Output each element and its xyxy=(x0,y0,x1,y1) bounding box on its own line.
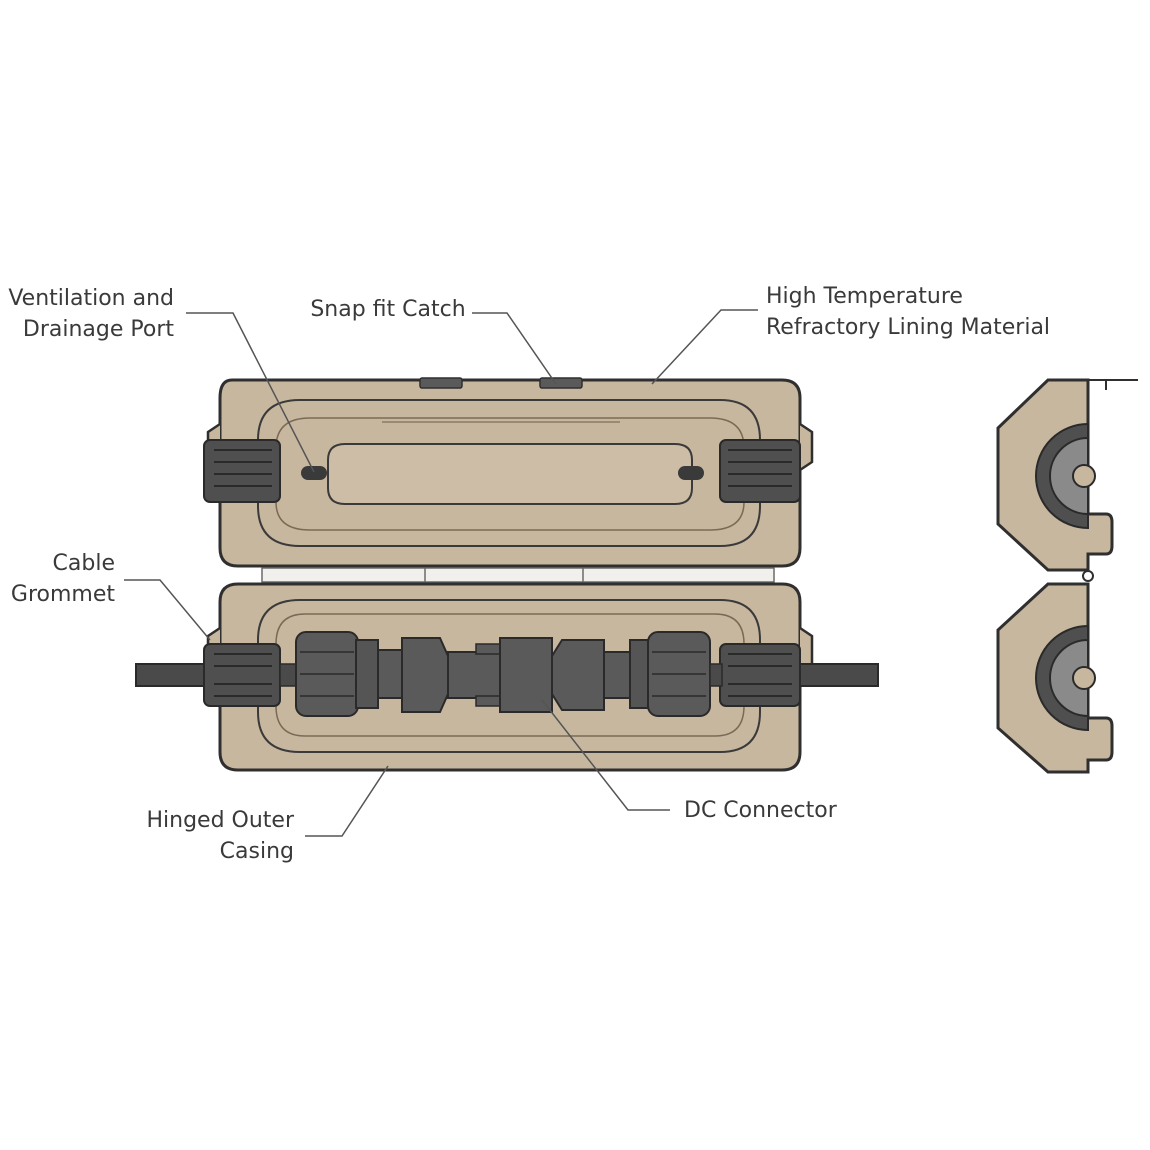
lower-lining-inner xyxy=(275,613,745,737)
hinge-strip xyxy=(261,567,775,583)
leader-hinged-casing xyxy=(305,765,389,837)
lower-grommet-left xyxy=(203,643,281,707)
side-profile-upper xyxy=(996,378,1138,572)
upper-lining-channel xyxy=(257,399,761,547)
snap-fit-catch-right xyxy=(539,377,583,389)
leader-dc-connector xyxy=(541,699,670,811)
label-dc-connector: DC Connector xyxy=(684,798,837,823)
dc-connector xyxy=(279,631,723,717)
refractory-lining-panel xyxy=(327,443,693,505)
upper-grommet-right xyxy=(719,439,801,503)
lower-grommet-right xyxy=(719,643,801,707)
label-ventilation-drainage-port: Ventilation and Drainage Port xyxy=(8,286,174,342)
leader-high-temp xyxy=(651,309,758,385)
upper-grommet-left xyxy=(203,439,281,503)
ventilation-port-left xyxy=(301,466,327,480)
side-profile xyxy=(996,378,1138,774)
side-hinge-pin xyxy=(1082,570,1094,582)
upper-notch-right xyxy=(799,422,814,472)
leader-cable-grommet xyxy=(124,579,211,641)
side-profile-lower xyxy=(996,582,1114,774)
label-high-temperature-lining: High Temperature Refractory Lining Mater… xyxy=(766,284,1051,340)
leader-snap-fit xyxy=(472,312,557,385)
upper-lining-inner xyxy=(275,417,745,531)
upper-casing-half xyxy=(203,377,814,568)
leader-ventilation xyxy=(186,312,315,473)
label-hinged-outer-casing: Hinged Outer Casing xyxy=(146,808,294,864)
label-snap-fit-catch: Snap fit Catch xyxy=(310,297,466,322)
ventilation-port-right xyxy=(678,466,704,480)
lower-lining-channel xyxy=(257,599,761,753)
snap-fit-catch-left xyxy=(419,377,463,389)
lower-casing-half xyxy=(135,582,879,772)
label-cable-grommet: Cable Grommet xyxy=(10,551,115,607)
